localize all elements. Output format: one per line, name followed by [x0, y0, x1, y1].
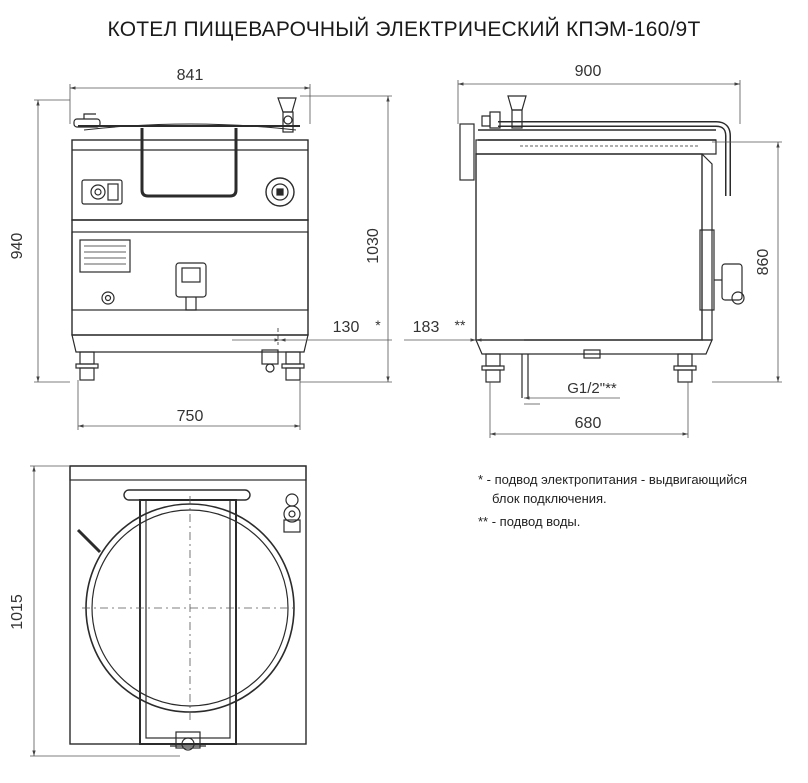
dim-750: 750	[177, 408, 204, 425]
dim-680: 680	[575, 415, 602, 432]
front-dimensions	[34, 84, 392, 430]
drawing-title: КОТЕЛ ПИЩЕВАРОЧНЫЙ ЭЛЕКТРИЧЕСКИЙ КПЭМ-16…	[107, 18, 701, 41]
note-power-line2: блок подключения.	[492, 491, 607, 506]
dim-1015: 1015	[9, 594, 26, 630]
side-view	[459, 95, 745, 398]
dim-183: 183	[413, 319, 440, 336]
dim-130-mark: *	[375, 317, 381, 333]
dim-841: 841	[177, 67, 204, 84]
dim-183-mark: **	[455, 317, 466, 333]
dim-130: 130	[333, 319, 360, 336]
note-power-line1: * - подвод электропитания - выдвигающийс…	[478, 472, 748, 487]
side-dimensions	[404, 80, 782, 438]
dim-860: 860	[755, 249, 772, 276]
top-view	[69, 465, 307, 751]
note-water: ** - подвод воды.	[478, 514, 581, 529]
dim-g12: G1/2"**	[567, 380, 617, 397]
front-view	[71, 97, 309, 381]
dim-940: 940	[9, 233, 26, 260]
dim-1030: 1030	[365, 228, 382, 264]
top-dimensions	[30, 465, 180, 757]
dim-900: 900	[575, 63, 602, 80]
